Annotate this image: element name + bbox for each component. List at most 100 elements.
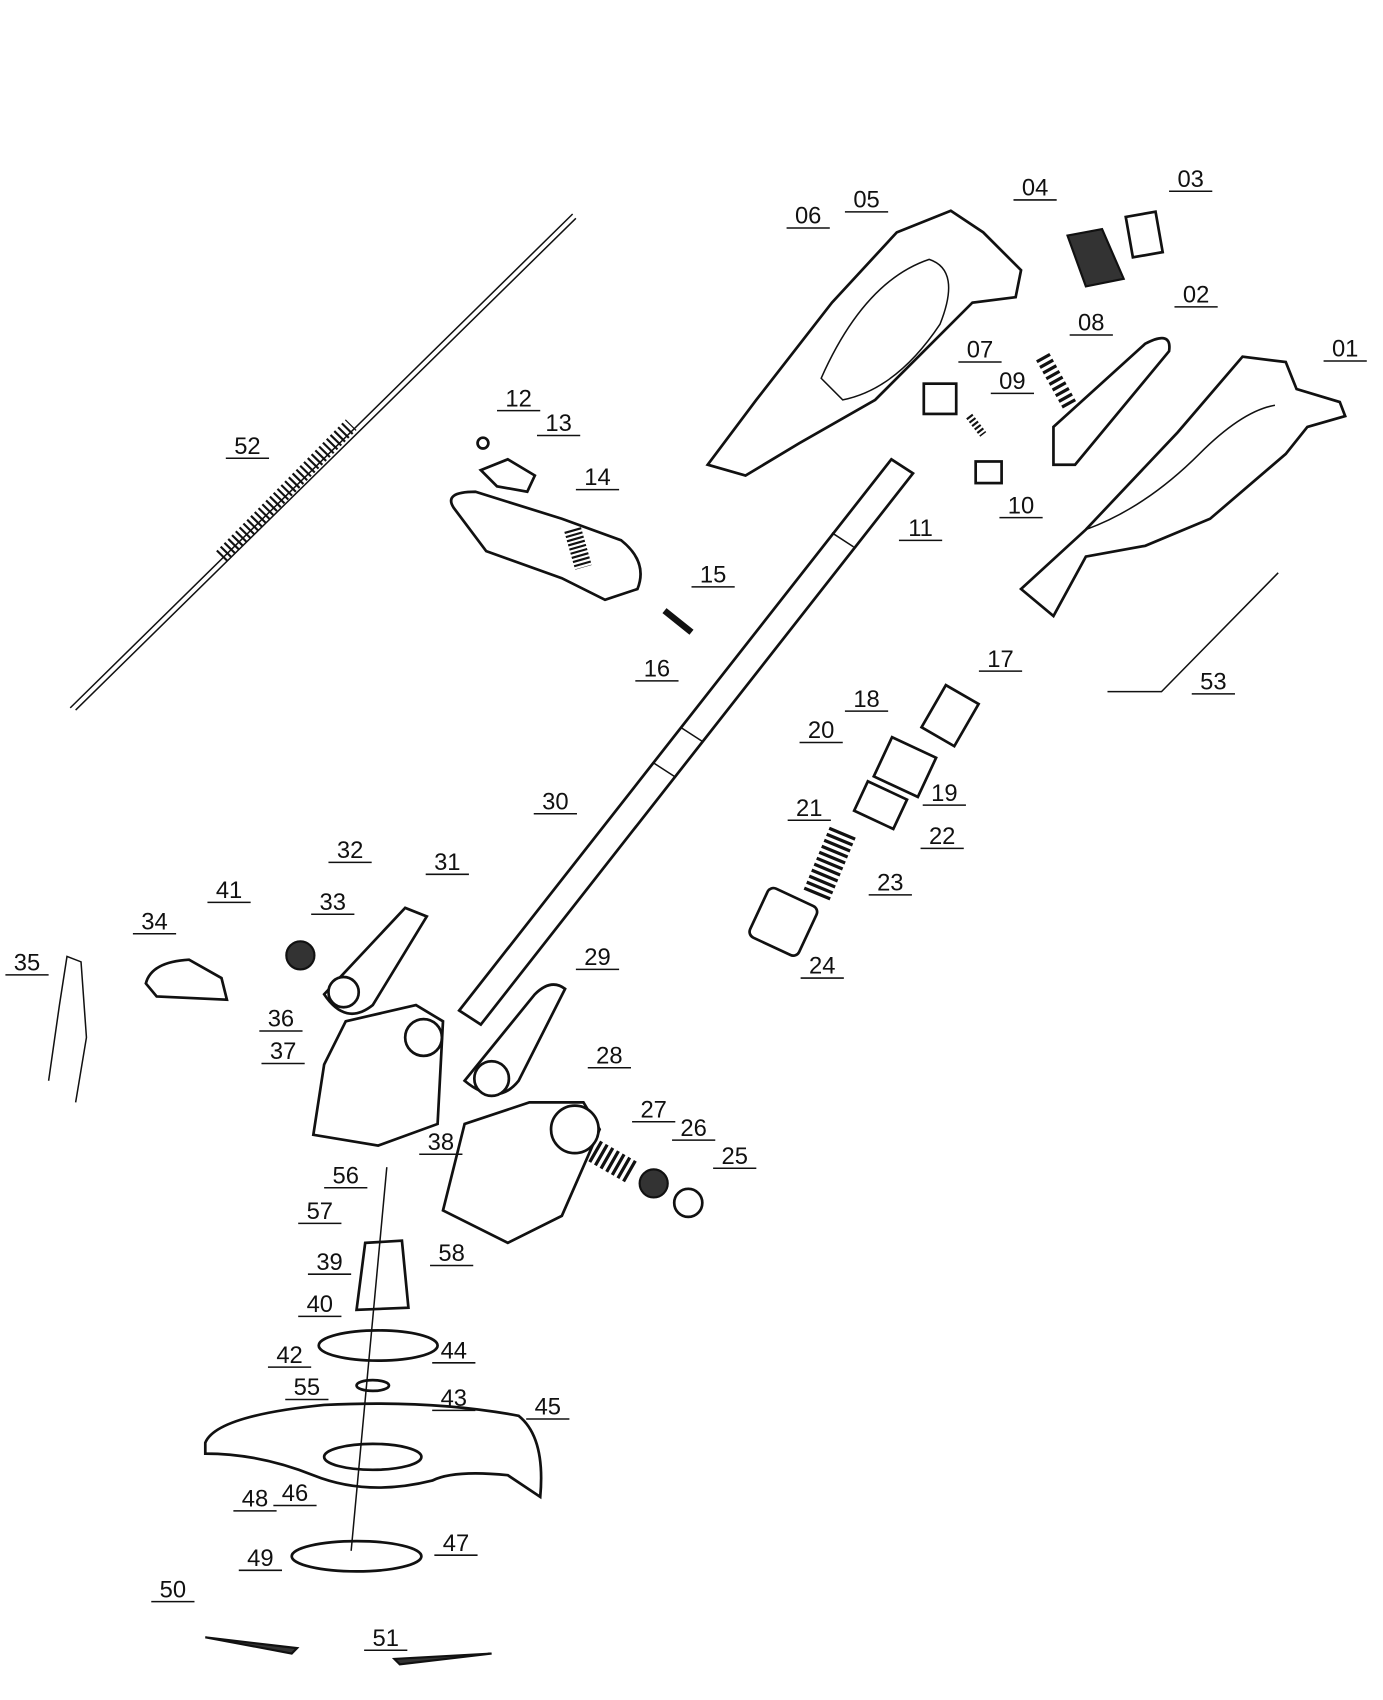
part-27-spring xyxy=(588,1140,638,1183)
part-23-spring xyxy=(802,826,856,903)
part-number: 39 xyxy=(316,1249,342,1276)
part-number: 29 xyxy=(584,944,610,971)
part-label-57: 57 xyxy=(298,1198,342,1225)
part-50-blade-2 xyxy=(391,1652,492,1666)
part-label-34: 34 xyxy=(132,908,177,935)
part-12-nut xyxy=(476,436,490,450)
part-label-01: 01 xyxy=(1323,336,1367,363)
part-number: 30 xyxy=(542,788,568,815)
part-number: 42 xyxy=(276,1342,302,1369)
part-label-09: 09 xyxy=(990,368,1035,395)
part-label-28: 28 xyxy=(587,1042,631,1069)
part-label-52: 52 xyxy=(225,433,270,460)
part-17-connector xyxy=(919,683,981,749)
part-number: 13 xyxy=(545,410,571,437)
part-label-40: 40 xyxy=(298,1291,342,1318)
part-label-29: 29 xyxy=(575,944,620,971)
part-label-36: 36 xyxy=(259,1006,303,1033)
part-label-15: 15 xyxy=(691,562,735,589)
part-number: 37 xyxy=(270,1038,296,1065)
part-number: 38 xyxy=(428,1129,454,1156)
part-34-cap xyxy=(144,958,229,1002)
part-05-housing-half xyxy=(705,209,1023,477)
part-label-33: 33 xyxy=(311,889,355,916)
part-label-16: 16 xyxy=(635,656,679,683)
part-label-41: 41 xyxy=(207,877,251,904)
part-number: 31 xyxy=(434,849,460,876)
part-number: 52 xyxy=(234,433,260,460)
part-number: 18 xyxy=(853,686,879,713)
part-label-26: 26 xyxy=(672,1115,716,1142)
part-02-trigger-plate xyxy=(1052,336,1171,467)
part-label-20: 20 xyxy=(799,717,843,744)
part-number: 05 xyxy=(853,186,879,213)
part-label-43: 43 xyxy=(432,1385,476,1412)
part-15-screw xyxy=(662,608,694,635)
part-number: 23 xyxy=(877,870,903,897)
part-label-30: 30 xyxy=(533,788,577,815)
part-label-24: 24 xyxy=(800,953,844,980)
part-label-27: 27 xyxy=(632,1096,676,1123)
part-number: 09 xyxy=(999,368,1025,395)
part-number: 57 xyxy=(307,1198,333,1225)
part-label-18: 18 xyxy=(844,686,889,713)
part-number: 32 xyxy=(337,837,363,864)
part-label-19: 19 xyxy=(922,780,966,807)
part-label-21: 21 xyxy=(787,795,831,822)
part-label-45: 45 xyxy=(526,1394,570,1421)
part-01-handle-cover xyxy=(1018,355,1347,619)
part-number: 10 xyxy=(1008,492,1034,519)
part-number: 44 xyxy=(441,1337,467,1364)
part-number: 43 xyxy=(441,1385,467,1412)
part-number: 19 xyxy=(931,780,957,807)
part-50-blade xyxy=(205,1636,300,1655)
part-label-38: 38 xyxy=(419,1129,463,1156)
part-number: 27 xyxy=(640,1096,666,1123)
part-number: 56 xyxy=(333,1162,359,1189)
part-label-02: 02 xyxy=(1174,282,1218,309)
part-label-55: 55 xyxy=(285,1374,329,1401)
part-label-04: 04 xyxy=(1013,175,1057,202)
part-drawings xyxy=(47,209,1347,1666)
part-label-07: 07 xyxy=(958,337,1002,364)
part-number: 36 xyxy=(268,1006,294,1033)
part-label-23: 23 xyxy=(868,870,912,897)
part-26-gear xyxy=(638,1168,669,1199)
part-label-48: 48 xyxy=(233,1486,277,1513)
part-18-collar xyxy=(871,735,938,799)
part-number: 49 xyxy=(247,1545,273,1572)
part-label-42: 42 xyxy=(267,1342,312,1369)
part-label-10: 10 xyxy=(999,492,1043,519)
part-number: 51 xyxy=(373,1625,399,1652)
part-25-knob xyxy=(672,1187,704,1219)
part-number: 08 xyxy=(1078,310,1104,337)
part-13-clamp xyxy=(478,457,537,494)
part-label-47: 47 xyxy=(434,1530,478,1557)
part-label-14: 14 xyxy=(575,464,620,491)
part-label-32: 32 xyxy=(328,837,372,864)
part-number: 28 xyxy=(596,1042,622,1069)
part-39-spool xyxy=(355,1239,410,1312)
part-number: 04 xyxy=(1022,175,1048,202)
part-35-guard-wire xyxy=(47,955,88,1103)
part-label-17: 17 xyxy=(978,646,1023,673)
part-number: 47 xyxy=(443,1530,469,1557)
part-label-51: 51 xyxy=(364,1625,408,1652)
part-label-25: 25 xyxy=(713,1143,757,1170)
part-number: 55 xyxy=(294,1374,320,1401)
part-53-wire xyxy=(1107,572,1279,693)
part-10-microswitch xyxy=(974,460,1003,485)
part-label-49: 49 xyxy=(238,1545,283,1572)
part-04-switch-cover xyxy=(1066,227,1126,288)
part-43-washer xyxy=(355,1378,391,1393)
part-08-spring xyxy=(1036,352,1077,409)
part-number: 16 xyxy=(644,656,670,683)
part-label-58: 58 xyxy=(430,1240,474,1267)
part-number: 01 xyxy=(1332,336,1358,363)
part-number: 25 xyxy=(722,1143,748,1170)
part-19-sleeve xyxy=(852,779,909,831)
part-label-35: 35 xyxy=(5,949,49,977)
part-label-08: 08 xyxy=(1069,310,1113,337)
part-label-39: 39 xyxy=(307,1249,352,1276)
